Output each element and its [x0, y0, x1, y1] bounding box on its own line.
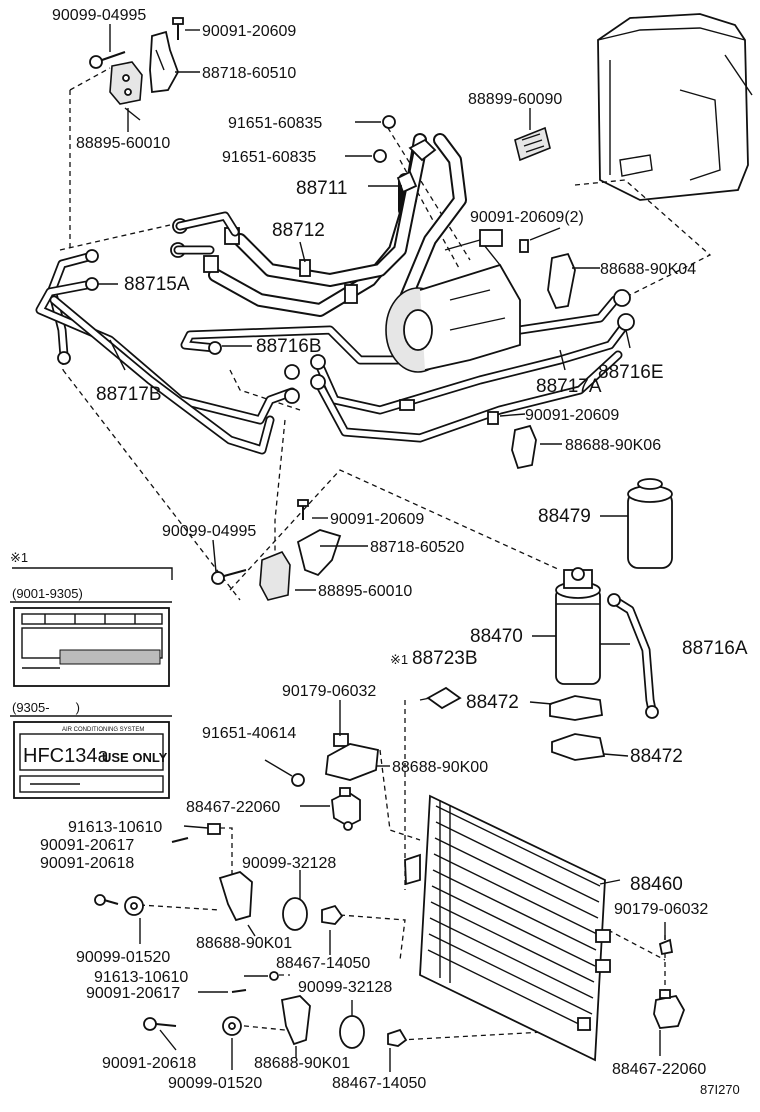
- label-88717a: 88717A: [536, 376, 602, 397]
- part-labels: 90099-04995 90091-20609 88718-60510 8889…: [40, 7, 748, 1097]
- label-90091-20618-b: 90091-20618: [102, 1055, 196, 1072]
- label-90179-06032-b: 90179-06032: [614, 901, 708, 918]
- label-88712: 88712: [272, 220, 325, 241]
- label-88467-22060-b: 88467-22060: [612, 1061, 706, 1078]
- sticker-icon: [426, 686, 462, 710]
- label-90091-20609-low: 90091-20609: [330, 511, 424, 528]
- label-88472-b: 88472: [630, 746, 683, 767]
- blower-case-icon: [597, 13, 753, 201]
- label-88688-90k06: 88688-90K06: [565, 437, 661, 454]
- desiccant-icon: [627, 478, 673, 569]
- label-88716e: 88716E: [598, 362, 664, 383]
- label-88470: 88470: [470, 626, 523, 647]
- label-text-a: HFC134a: [23, 745, 109, 767]
- label-88688-90k01-b: 88688-90K01: [254, 1055, 350, 1072]
- bracket-icon: [487, 239, 576, 470]
- label-88716a: 88716A: [682, 638, 748, 659]
- band-clamp-icon: [549, 695, 606, 761]
- label-88718-60520: 88718-60520: [370, 539, 464, 556]
- pipe-88716a: [607, 593, 659, 719]
- lower-bracket-icon: [264, 733, 379, 787]
- label-91651-60835-a: 91651-60835: [228, 115, 322, 132]
- footnote-panel: ※1 (9001-9305) (9305- ) AIR CONDITIONING…: [10, 550, 173, 799]
- label-90179-06032-a: 90179-06032: [282, 683, 376, 700]
- condenser-icon: [404, 794, 611, 1062]
- hose-fittings: [170, 138, 437, 304]
- label-88715a: 88715A: [124, 274, 190, 295]
- label-leaders: [98, 24, 666, 1072]
- receiver-icon: [555, 567, 601, 685]
- mid-bolt-icon: [211, 499, 309, 585]
- label-90099-32128-a: 90099-32128: [242, 855, 336, 872]
- pipe-88717a: [180, 289, 635, 443]
- pipe-88717b: [35, 249, 300, 455]
- label-plate-icon: [514, 126, 551, 162]
- footnote-marker: ※1: [10, 550, 28, 565]
- label-title: AIR CONDITIONING SYSTEM: [62, 727, 144, 733]
- label-88688-90k01-a: 88688-90K01: [196, 935, 292, 952]
- clip-icon: [149, 30, 179, 94]
- label-90091-20617-b: 90091-20617: [86, 985, 180, 1002]
- suction-hose: [208, 133, 467, 317]
- label-91651-60835-b: 91651-60835: [222, 149, 316, 166]
- right-switch-icon: [653, 938, 685, 1029]
- label-88895-60010-mid: 88895-60010: [318, 583, 412, 600]
- label-88467-14050-a: 88467-14050: [276, 955, 370, 972]
- clamp-block-icon: [109, 61, 143, 105]
- label-91613-10610-a: 91613-10610: [68, 819, 162, 836]
- mount-lower-icon: [143, 971, 408, 1049]
- label-88467-14050-b: 88467-14050: [332, 1075, 426, 1092]
- pressure-switch-icon: [331, 787, 361, 831]
- figure-code: 87I270: [700, 1082, 740, 1097]
- small-bolt-icon: [172, 17, 184, 40]
- label-88895-60010-top: 88895-60010: [76, 135, 170, 152]
- mid-clamp-icon: [259, 529, 342, 601]
- label-90091-20609-2: 90091-20609(2): [470, 209, 584, 226]
- range-label-1: (9001-9305): [12, 586, 83, 601]
- label-88717b: 88717B: [96, 384, 162, 405]
- label-text-b: USE ONLY: [102, 750, 168, 765]
- label-88711: 88711: [296, 178, 347, 199]
- o-ring-icon: [373, 115, 396, 163]
- label-91651-40614: 91651-40614: [202, 725, 296, 742]
- label-88479: 88479: [538, 506, 591, 527]
- label-88688-90k00: 88688-90K00: [392, 759, 488, 776]
- label-90099-01520-b: 90099-01520: [168, 1075, 262, 1092]
- label-88899-60090: 88899-60090: [468, 91, 562, 108]
- bolt-icon: [89, 51, 126, 69]
- compressor-icon: [385, 229, 521, 373]
- label-88460: 88460: [630, 874, 683, 895]
- label-88472-a: 88472: [466, 692, 519, 713]
- label-90091-20617-a: 90091-20617: [40, 837, 134, 854]
- range-label-2: (9305- ): [12, 700, 80, 715]
- label-90091-20618-a: 90091-20618: [40, 855, 134, 872]
- mount-left-icon: [94, 823, 344, 931]
- label-90099-04995-mid: 90099-04995: [162, 523, 256, 540]
- label-90091-20609-top: 90091-20609: [202, 23, 296, 40]
- label-88723b: 88723B: [412, 648, 478, 669]
- ref-marker: ※1: [390, 652, 408, 667]
- label-88716b: 88716B: [256, 336, 322, 357]
- label-88688-90k04: 88688-90K04: [600, 261, 696, 278]
- label-90099-01520-a: 90099-01520: [76, 949, 170, 966]
- label-90099-04995-top: 90099-04995: [52, 7, 146, 24]
- label-88467-22060-a: 88467-22060: [186, 799, 280, 816]
- label-90099-32128-b: 90099-32128: [298, 979, 392, 996]
- label-88718-60510: 88718-60510: [202, 65, 296, 82]
- label-90091-20609-mid: 90091-20609: [525, 407, 619, 424]
- label-91613-10610-b: 91613-10610: [94, 969, 188, 986]
- leader-lines: [59, 67, 712, 1041]
